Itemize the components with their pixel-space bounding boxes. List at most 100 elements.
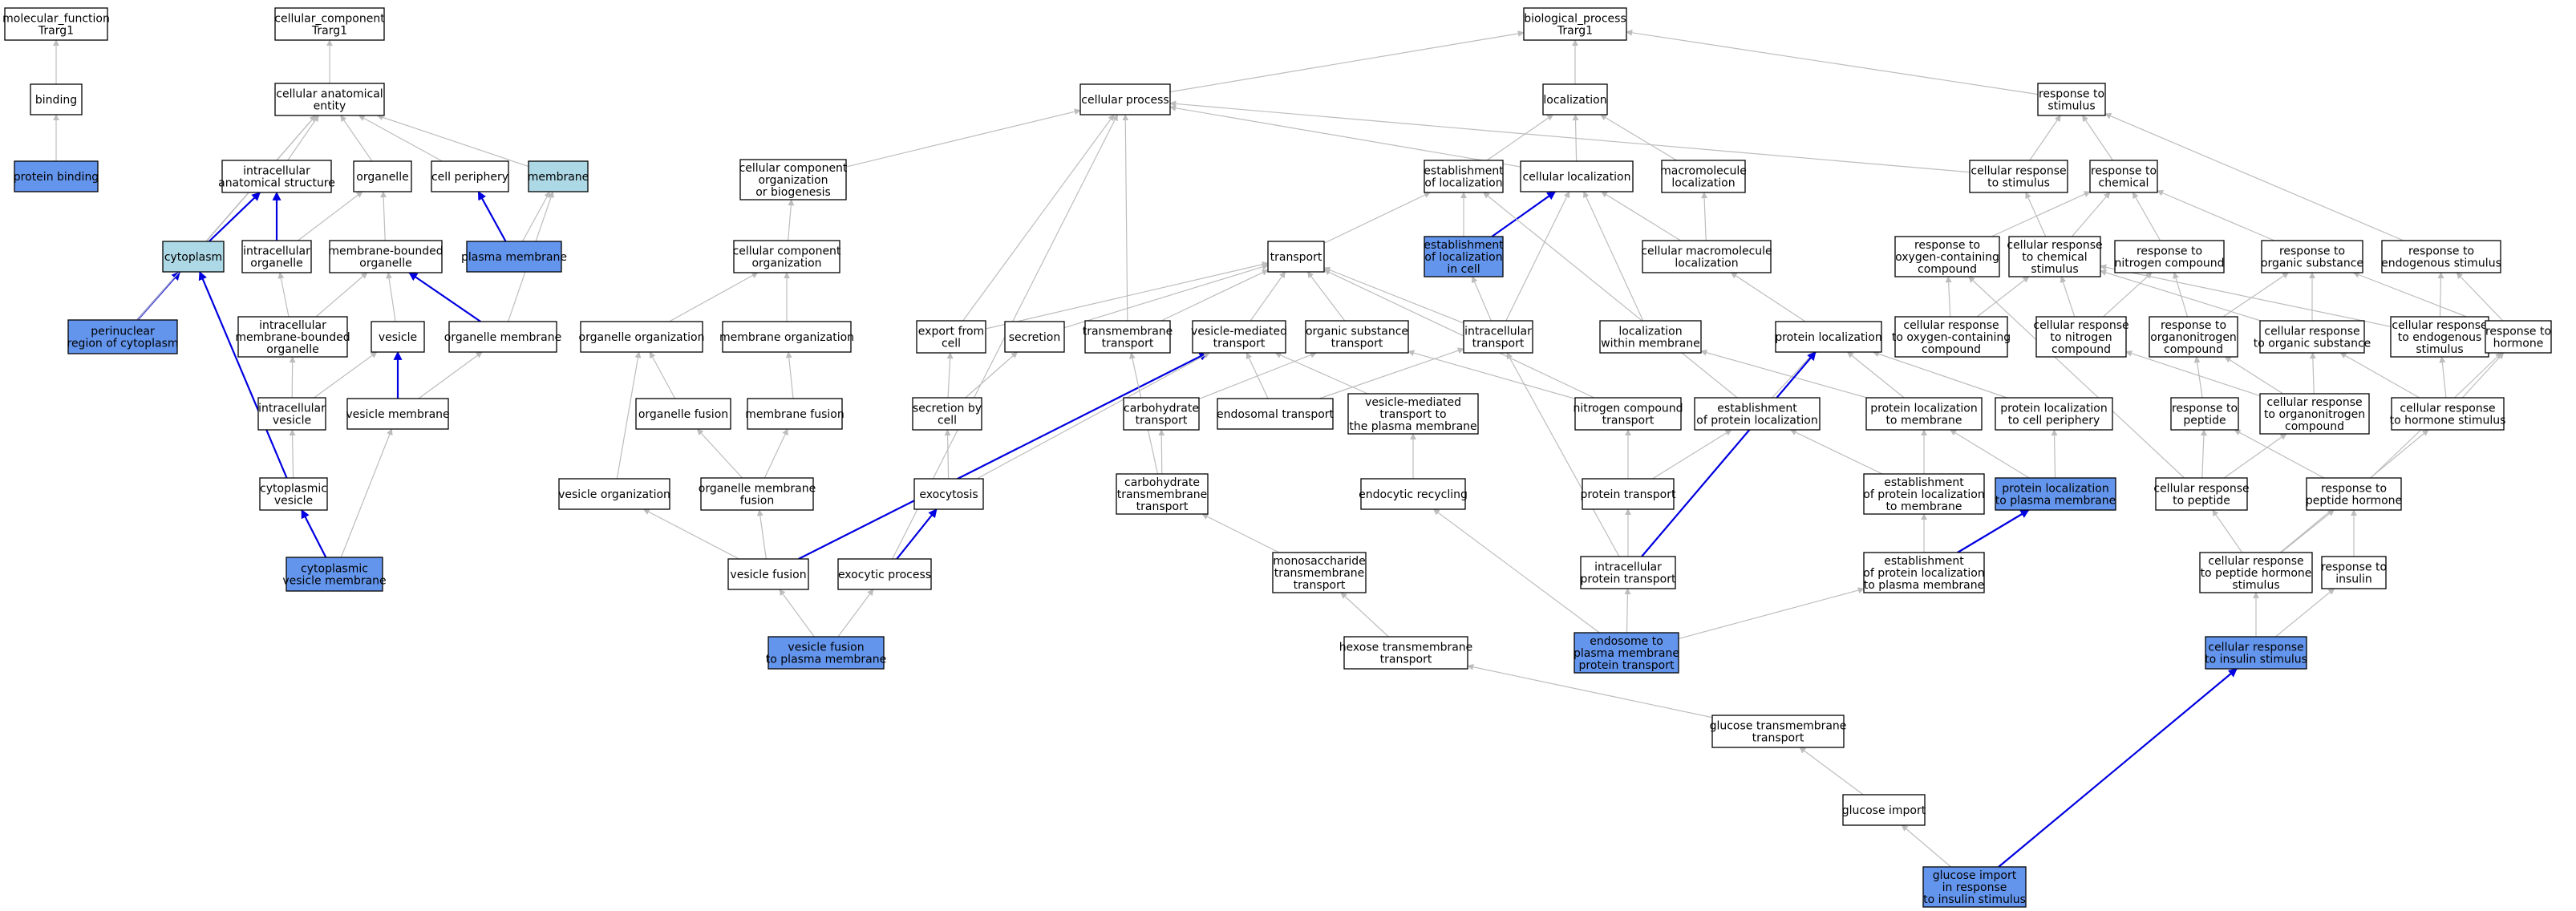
node-exocytosis[interactable]: exocytosis (913, 478, 984, 510)
node-vesmem[interactable]: vesicle membrane (346, 398, 450, 430)
node-endotrans[interactable]: endosomal transport (1217, 398, 1335, 430)
node-secretion[interactable]: secretion (1004, 321, 1065, 353)
node-orgmem[interactable]: organelle membrane (444, 321, 561, 353)
node-orgorg[interactable]: organelle organization (579, 321, 705, 353)
node-prottrans[interactable]: protein transport (1581, 478, 1676, 510)
node-memorg[interactable]: membrane organization (719, 321, 854, 353)
node-box (2149, 316, 2238, 358)
node-cellloc[interactable]: cellular localization (1520, 160, 1634, 192)
node-memfus[interactable]: membrane fusion (745, 398, 844, 430)
node-cytoplasm[interactable]: cytoplasm (162, 241, 225, 273)
node-endorecyc[interactable]: endocytic recycling (1359, 478, 1468, 510)
edge-orgfus-to-orgorg (649, 351, 676, 399)
node-transport[interactable]: transport (1267, 241, 1325, 273)
node-glucimport[interactable]: glucose import (1842, 794, 1926, 826)
node-cellperiph[interactable]: cell periphery (431, 160, 509, 192)
node-orgfus[interactable]: organelle fusion (635, 398, 731, 430)
node-localization[interactable]: localization (1542, 83, 1608, 115)
node-exoproc[interactable]: exocytic process (837, 558, 932, 590)
node-binding[interactable]: binding (30, 83, 83, 115)
node-label-line: to stimulus (1987, 177, 2050, 190)
node-vesorg[interactable]: vesicle organization (558, 478, 670, 510)
node-organelle[interactable]: organelle (353, 160, 412, 192)
node-label-line: cellular response (1970, 165, 2066, 178)
node-cellproc[interactable]: cellular process (1079, 83, 1171, 115)
node-label-line: intracellular (1464, 326, 1532, 338)
node-protloc[interactable]: protein localization (1775, 321, 1882, 353)
edge-imbo-to-mbo (315, 272, 368, 318)
edge-vesicle-to-mbo (386, 272, 396, 322)
node-protbind[interactable]: protein binding (14, 160, 99, 192)
node-plasmamem[interactable]: plasma membrane (461, 241, 567, 273)
node-vesfus[interactable]: vesicle fusion (727, 558, 809, 590)
node-membrane[interactable]: membrane (528, 160, 589, 192)
node-vesicle[interactable]: vesicle (371, 321, 425, 353)
